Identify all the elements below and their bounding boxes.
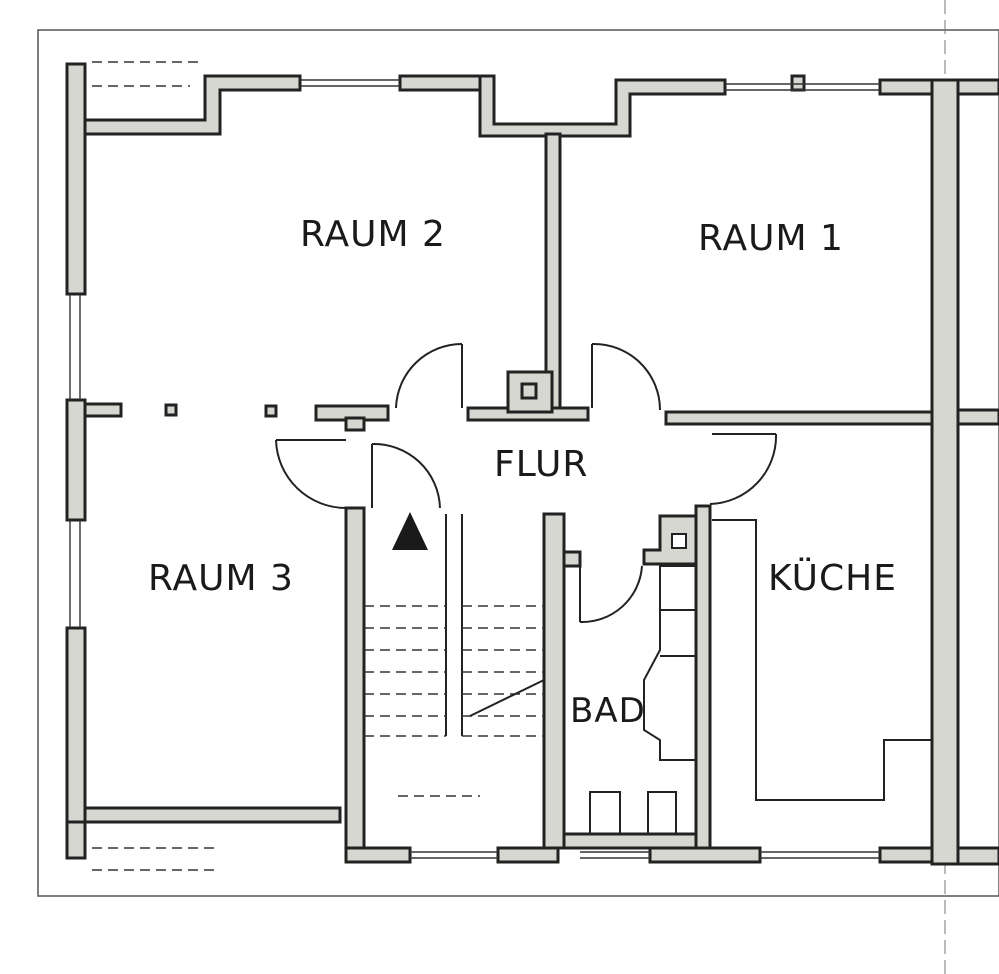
entrance-triangle-icon bbox=[392, 512, 428, 550]
interior-walls bbox=[83, 132, 934, 850]
room-label-flur: FLUR bbox=[494, 444, 588, 485]
drawing-frame bbox=[37, 29, 999, 897]
windows bbox=[69, 61, 880, 871]
bath-fixtures bbox=[589, 565, 697, 835]
room-label-kueche: KÜCHE bbox=[768, 557, 897, 599]
doors bbox=[275, 342, 778, 624]
room-label-raum2: RAUM 2 bbox=[300, 214, 446, 255]
room-label-bad: BAD bbox=[570, 691, 646, 731]
room-label-raum3: RAUM 3 bbox=[148, 558, 294, 599]
staircase bbox=[364, 514, 545, 797]
room-label-raum1: RAUM 1 bbox=[698, 218, 844, 259]
exterior-walls bbox=[65, 62, 999, 866]
kitchen-fixtures bbox=[712, 519, 932, 801]
